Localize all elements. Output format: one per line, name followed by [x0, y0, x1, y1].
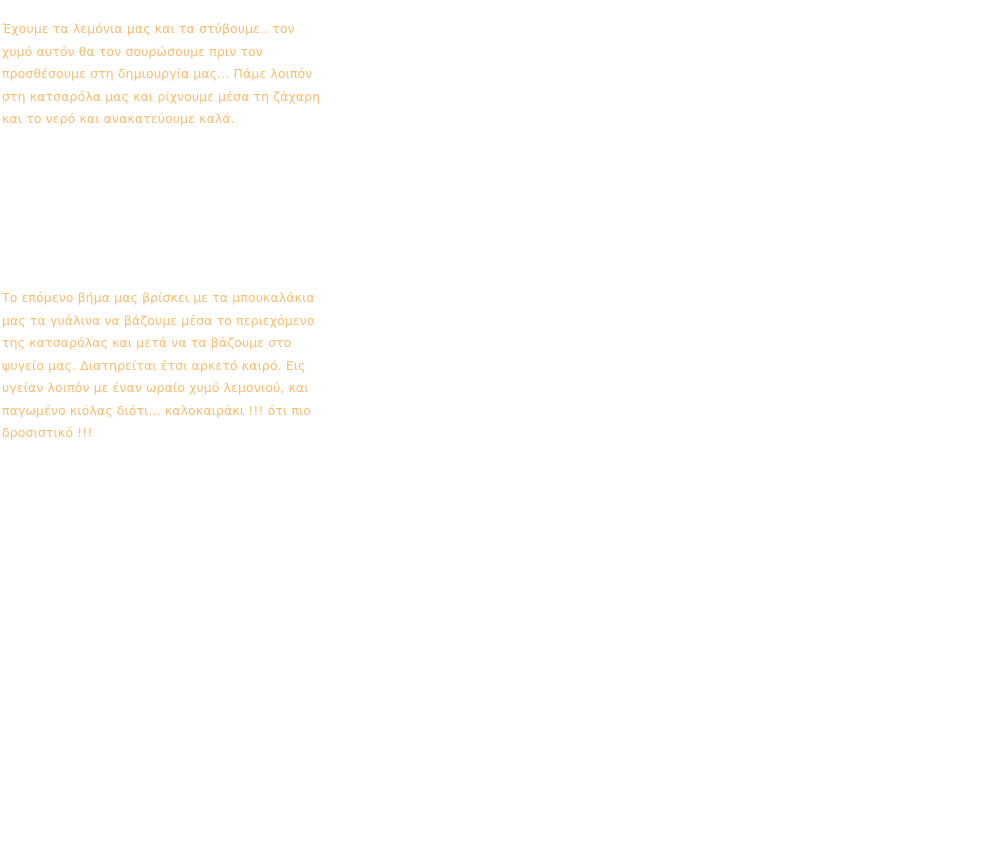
recipe-paragraph-2: Το επόμενο βήμα μας βρίσκει με τα μπουκα… [2, 290, 315, 440]
recipe-paragraph-1: Έχουμε τα λεμόνια μας και τα στύβουμε.. … [2, 21, 321, 126]
